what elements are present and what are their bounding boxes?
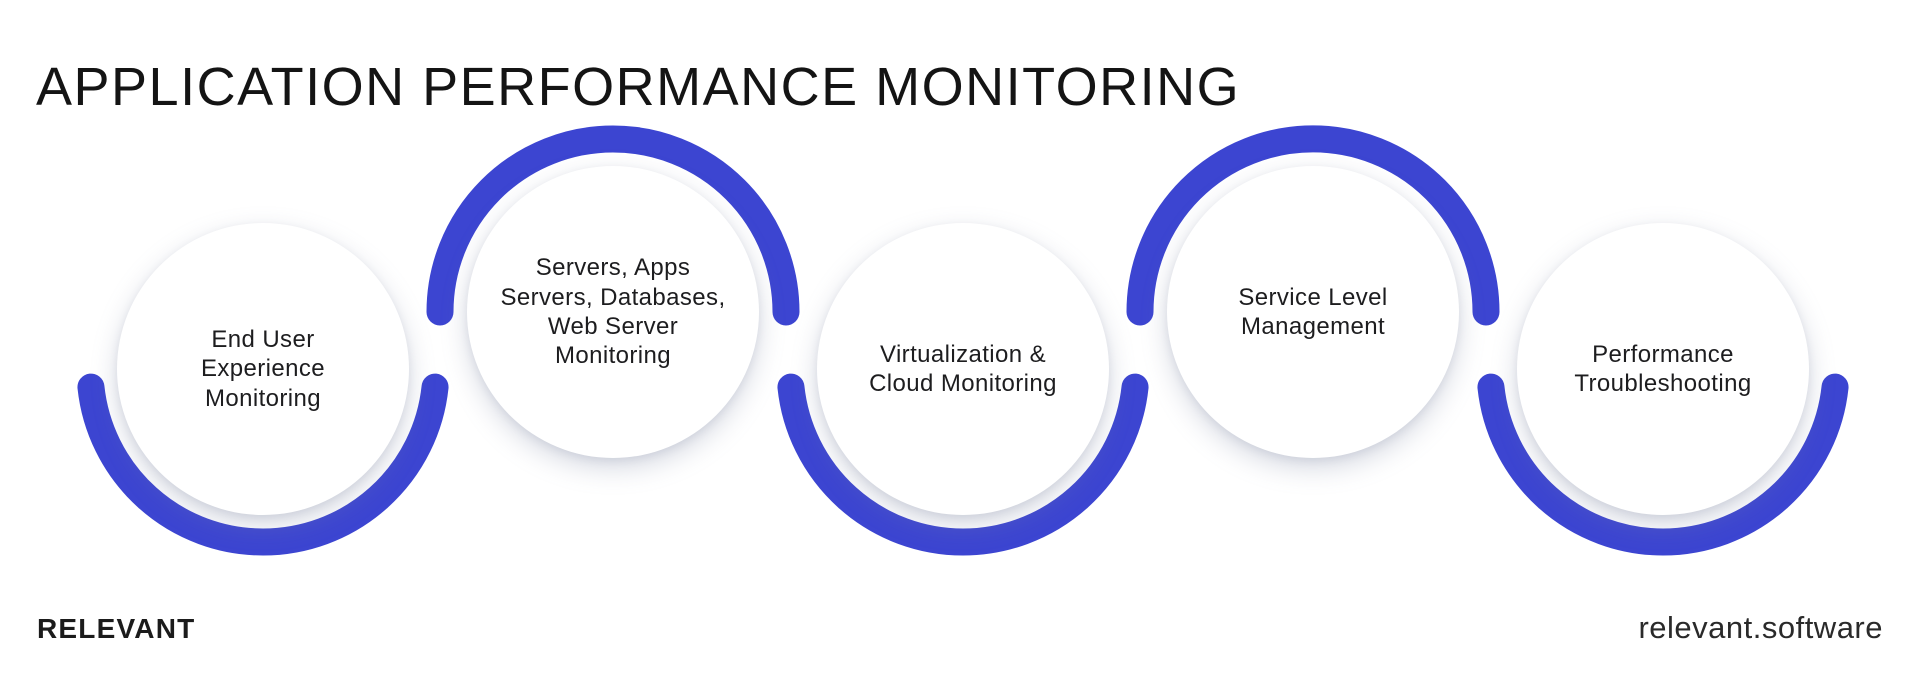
arc-bottom-3 <box>777 373 1149 556</box>
node-circle-performance-troubleshooting: Performance Troubleshooting <box>1517 223 1809 515</box>
arc-top-2 <box>426 125 800 326</box>
page-title: APPLICATION PERFORMANCE MONITORING <box>36 57 1241 118</box>
arc-bottom-1 <box>77 373 449 556</box>
node-label: Service Level Management <box>1238 283 1388 340</box>
node-circle-end-user-experience: End User Experience Monitoring <box>117 223 409 515</box>
arc-bottom-5 <box>1477 373 1849 556</box>
node-label: Performance Troubleshooting <box>1574 340 1752 397</box>
brand-logo: RELEVANT <box>37 613 196 644</box>
node-label: Servers, Apps Servers, Databases, Web Se… <box>500 254 726 370</box>
arc-top-4 <box>1126 125 1500 326</box>
website-text: relevant.software <box>1638 610 1883 645</box>
node-circle-service-level: Service Level Management <box>1167 166 1459 458</box>
node-label: Virtualization & Cloud Monitoring <box>869 340 1057 397</box>
node-circle-virtualization-cloud: Virtualization & Cloud Monitoring <box>817 223 1109 515</box>
node-circle-servers-monitoring: Servers, Apps Servers, Databases, Web Se… <box>467 166 759 458</box>
node-label: End User Experience Monitoring <box>200 326 326 412</box>
